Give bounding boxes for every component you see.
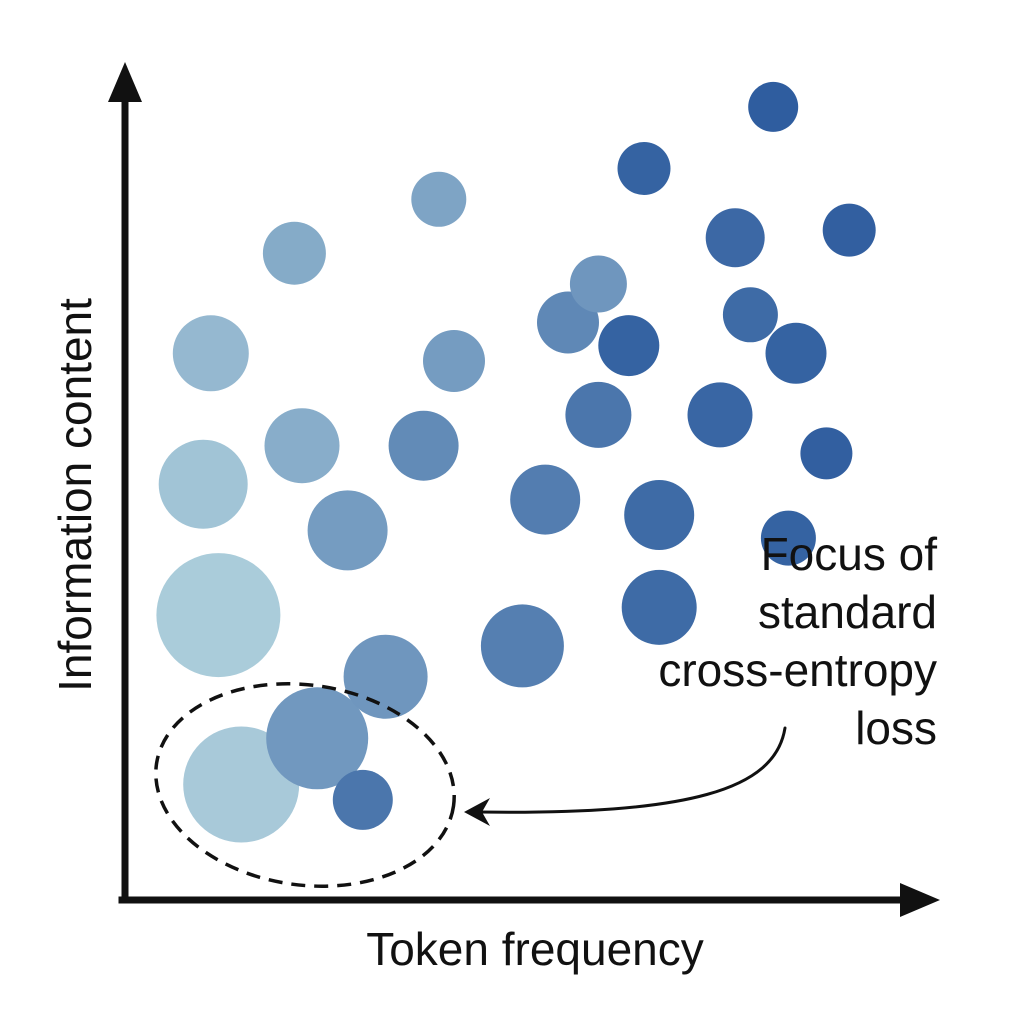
annotation-line-2: standard [758, 586, 937, 638]
token-bubble [822, 203, 876, 257]
token-bubble [687, 382, 753, 448]
annotation-line-1: Focus of [761, 528, 938, 580]
focus-region-ellipse [154, 682, 456, 888]
token-bubble [800, 427, 853, 480]
token-bubble [569, 255, 627, 313]
annotation-pointer-arrow [476, 726, 787, 814]
token-bubble [722, 287, 778, 343]
annotation-line-4: loss [855, 702, 937, 754]
token-bubble [262, 221, 326, 285]
token-bubble [765, 322, 827, 384]
token-bubble [423, 330, 485, 392]
token-bubble [307, 490, 388, 571]
x-axis-arrowhead [900, 883, 940, 917]
token-bubble [332, 769, 393, 830]
token-bubble-layer [156, 81, 876, 843]
token-bubble [158, 439, 248, 529]
token-bubble [748, 81, 799, 132]
token-bubble [510, 464, 581, 535]
token-bubble [388, 410, 459, 481]
token-bubble [617, 142, 671, 195]
token-bubble [480, 604, 564, 688]
token-bubble [760, 510, 816, 566]
token-bubble [172, 315, 249, 392]
token-bubble [705, 208, 765, 268]
token-bubble [598, 315, 660, 377]
token-bubble [264, 408, 340, 484]
token-bubble [343, 634, 428, 719]
y-axis-label: Information content [49, 298, 101, 692]
x-axis-label: Token frequency [366, 923, 704, 975]
annotation-line-3: cross-entropy [658, 644, 937, 696]
token-bubble [624, 480, 695, 550]
token-bubble [156, 553, 281, 678]
token-bubble [266, 687, 369, 790]
y-axis-arrowhead [108, 62, 142, 102]
token-bubble [565, 381, 632, 448]
token-bubble [621, 569, 697, 645]
annotation-arrowhead [464, 798, 490, 826]
token-bubble [411, 171, 467, 227]
